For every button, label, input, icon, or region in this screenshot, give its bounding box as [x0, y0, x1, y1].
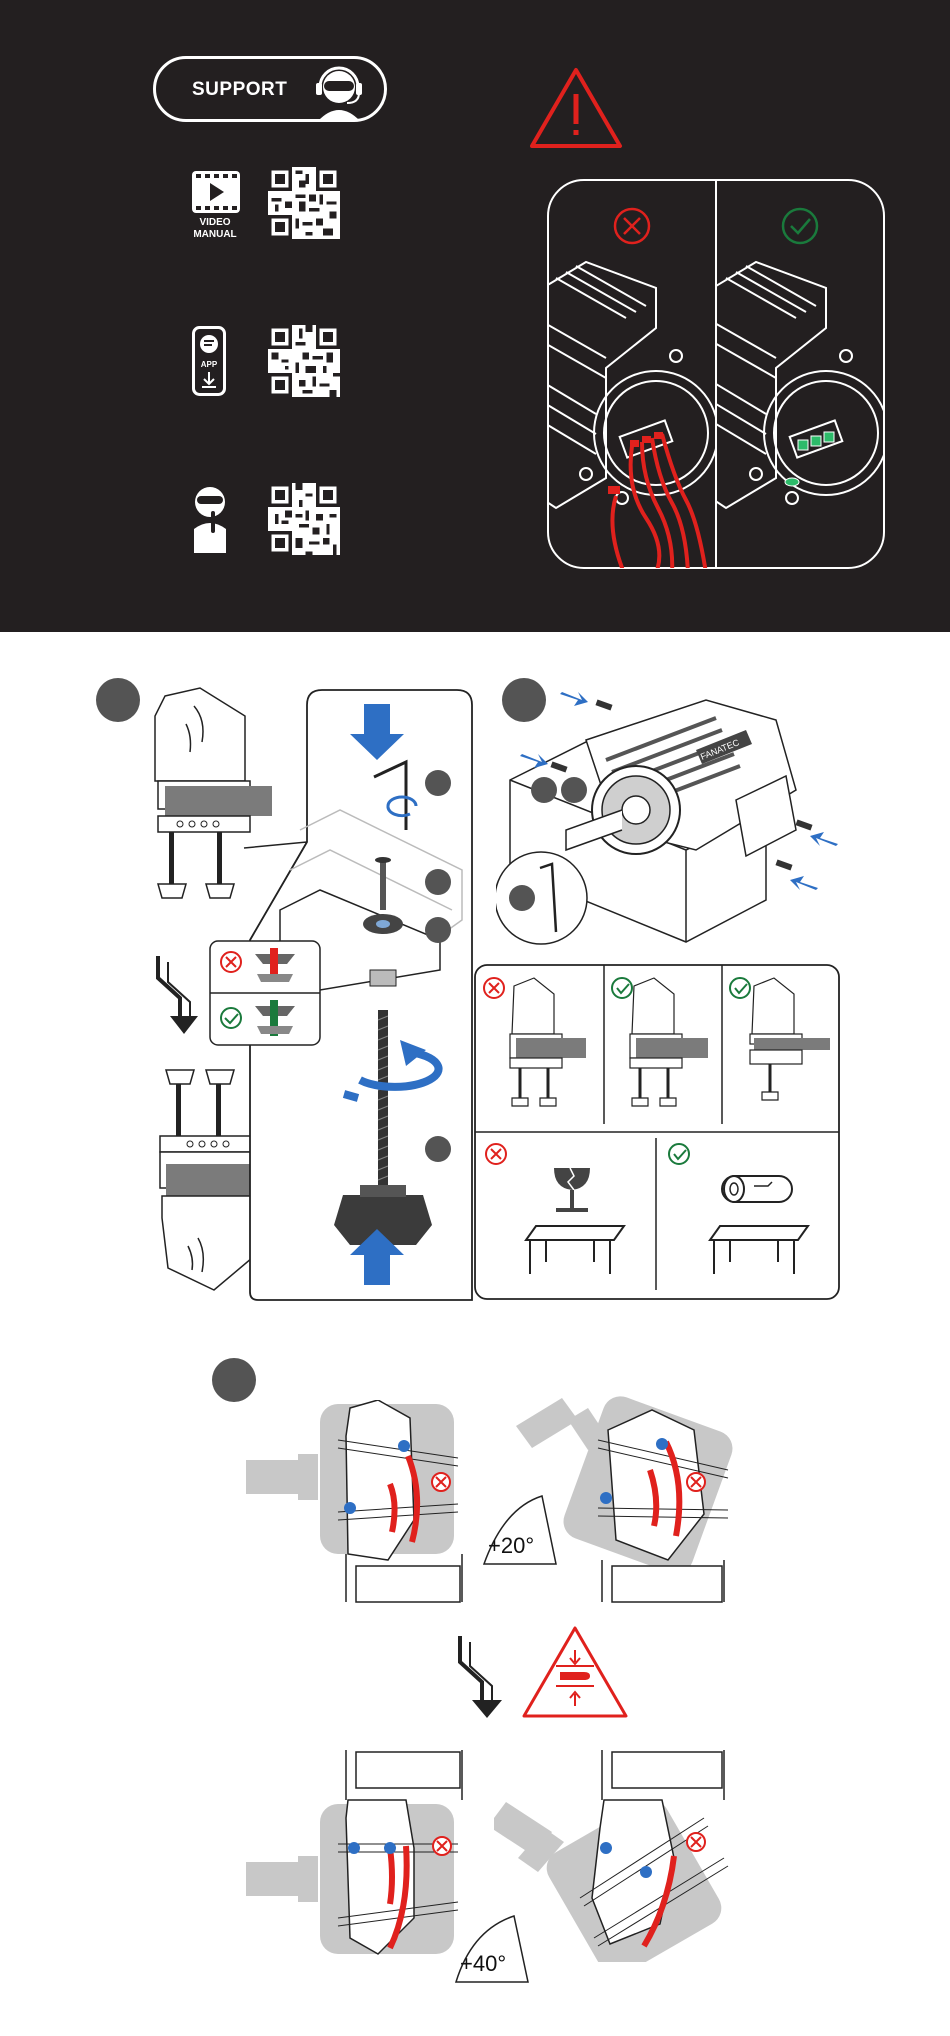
video-label-line2: MANUAL [183, 229, 247, 241]
tilt-position-top-left [238, 1400, 468, 1604]
motor-mounting-illustration: FANATEC [496, 680, 846, 952]
flip-arrow-icon-2 [454, 1636, 504, 1720]
step-number-3 [212, 1358, 256, 1402]
washer-orientation-inset [209, 940, 321, 1046]
tilt-position-top-right [508, 1390, 740, 1604]
step-number-1 [96, 678, 140, 722]
video-manual-label: VIDEO MANUAL [183, 217, 247, 241]
support-badge: SUPPORT [153, 56, 387, 122]
agent-shush-icon [190, 485, 230, 555]
qr-code-app[interactable] [268, 325, 340, 397]
support-panel: SUPPORT VIDEO MANUAL [0, 0, 950, 632]
warning-triangle-icon [528, 66, 624, 150]
app-download-icon: APP [192, 326, 226, 396]
video-play-icon [192, 171, 240, 213]
qr-code-support[interactable] [268, 483, 340, 555]
mounting-do-dont-grid [474, 964, 840, 1300]
support-label: SUPPORT [192, 79, 287, 101]
flip-arrow-icon [150, 956, 200, 1036]
tilt-position-bottom-left [238, 1748, 470, 1962]
cable-connection-illustration [546, 178, 886, 570]
video-label-line1: VIDEO [183, 217, 247, 229]
headset-agent-icon [306, 63, 376, 123]
tilt-position-bottom-right [494, 1748, 734, 1962]
pinch-hazard-warning-icon [520, 1624, 630, 1720]
svg-text:APP: APP [201, 360, 218, 369]
qr-code-video[interactable] [268, 167, 340, 239]
